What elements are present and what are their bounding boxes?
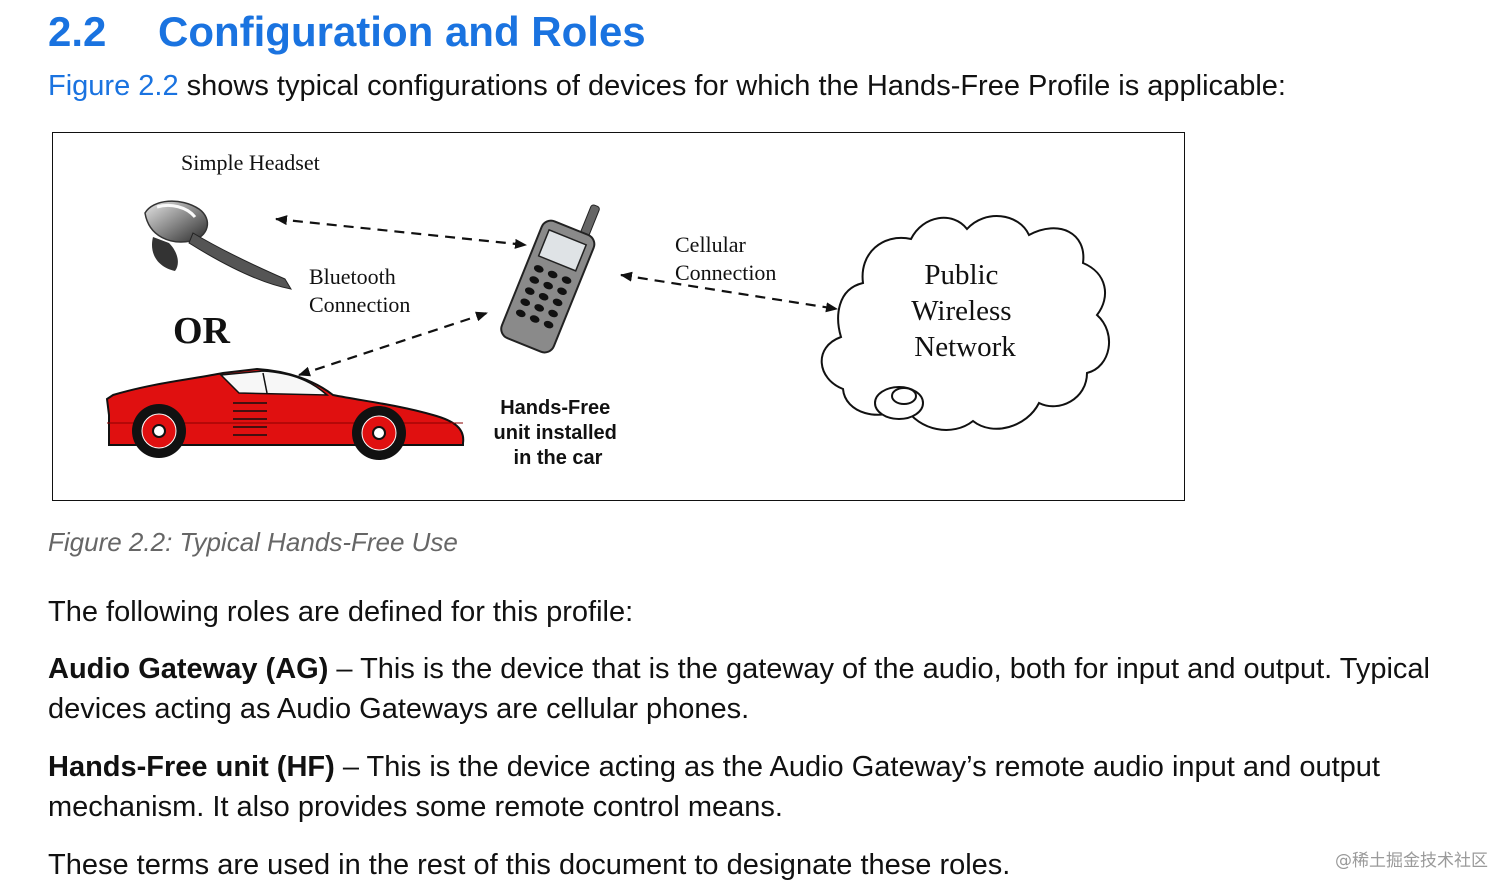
watermark: @稀土掘金技术社区 — [1335, 846, 1488, 871]
headset-icon — [145, 201, 291, 289]
headset-label: Simple Headset — [181, 150, 320, 175]
figure-hands-free-use: Simple Headset Bluetooth Connection OR — [52, 132, 1185, 501]
role-term: Hands-Free unit (HF) — [48, 751, 335, 783]
section-title: Configuration and Roles — [158, 8, 646, 55]
figure-reference-link[interactable]: Figure 2.2 — [48, 70, 179, 102]
role-hands-free-unit: Hands-Free unit (HF) – This is the devic… — [48, 747, 1468, 827]
bluetooth-connection-label: Bluetooth Connection — [309, 264, 410, 317]
intro-text: shows typical configurations of devices … — [179, 70, 1286, 102]
intro-paragraph: Figure 2.2 shows typical configurations … — [48, 70, 1286, 103]
roles-intro: The following roles are defined for this… — [48, 592, 1468, 632]
section-number: 2.2 — [48, 8, 158, 56]
or-label: OR — [173, 310, 231, 352]
closing-paragraph: These terms are used in the rest of this… — [48, 845, 1468, 885]
car-icon — [107, 369, 463, 460]
bluetooth-link-headset-arrow — [276, 219, 526, 245]
role-audio-gateway: Audio Gateway (AG) – This is the device … — [48, 649, 1468, 729]
role-term: Audio Gateway (AG) — [48, 653, 328, 685]
network-label: Public Wireless Network — [911, 259, 1019, 363]
mobile-phone-icon — [498, 190, 608, 356]
cellular-connection-label: Cellular Connection — [675, 232, 776, 285]
figure-diagram: Simple Headset Bluetooth Connection OR — [53, 133, 1186, 502]
hands-free-unit-label: Hands-Free unit installed in the car — [494, 397, 623, 469]
figure-caption: Figure 2.2: Typical Hands-Free Use — [48, 527, 458, 558]
bluetooth-link-car-arrow — [299, 313, 487, 375]
